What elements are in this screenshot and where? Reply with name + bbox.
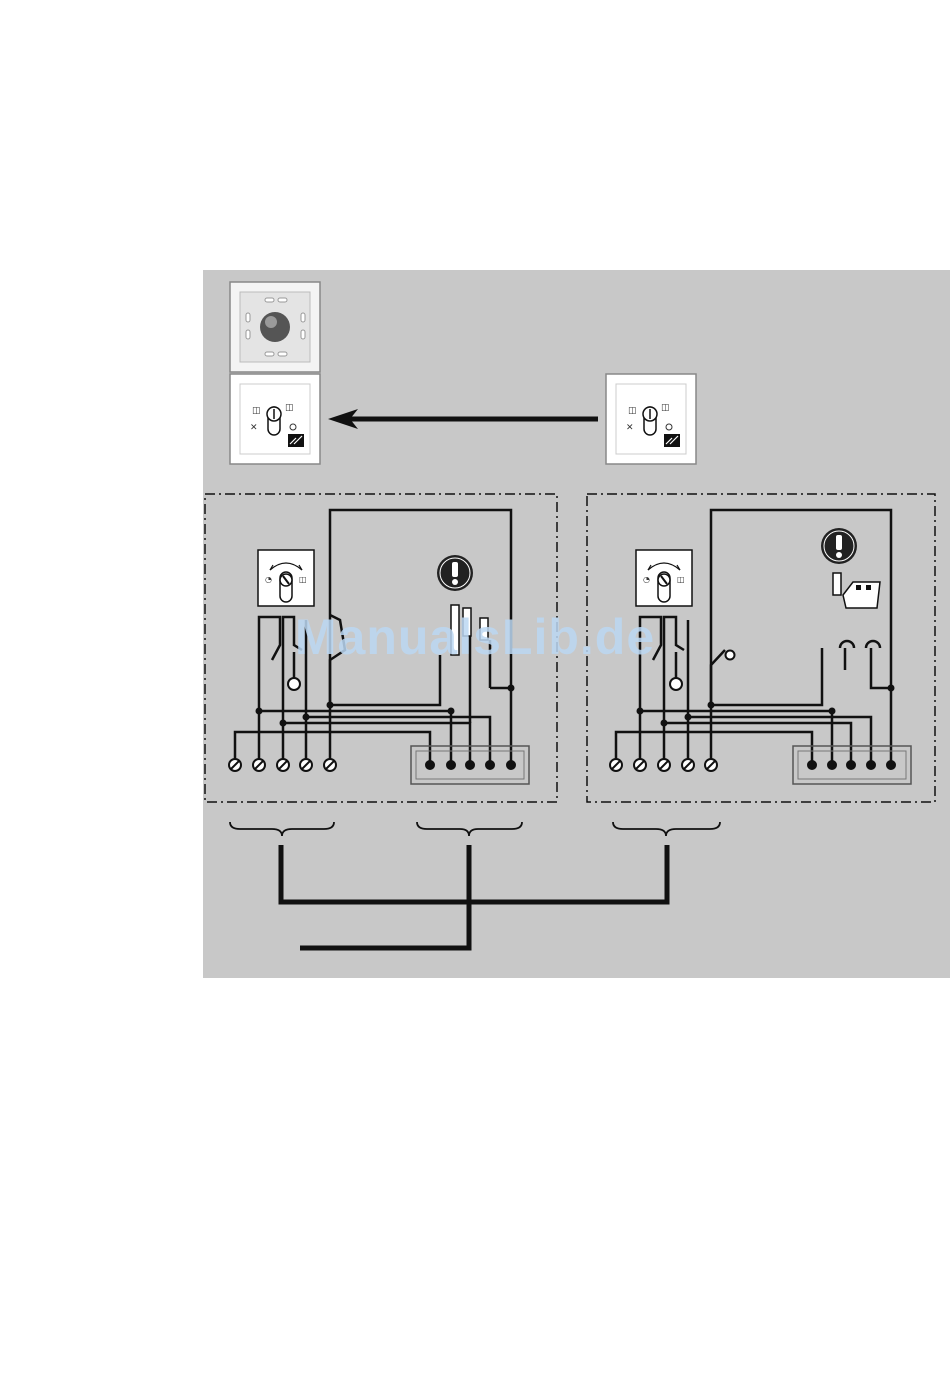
motion-sensor-device-icon xyxy=(230,282,320,372)
keyswitch-symbol-icon xyxy=(636,550,692,606)
warning-exclamation-icon xyxy=(437,555,473,591)
remote-key-switch-device-icon xyxy=(606,374,696,464)
key-switch-device-icon xyxy=(230,374,320,464)
keyswitch-symbol-icon xyxy=(258,550,314,606)
warning-exclamation-icon xyxy=(821,528,857,564)
jumper-icon xyxy=(833,573,841,595)
